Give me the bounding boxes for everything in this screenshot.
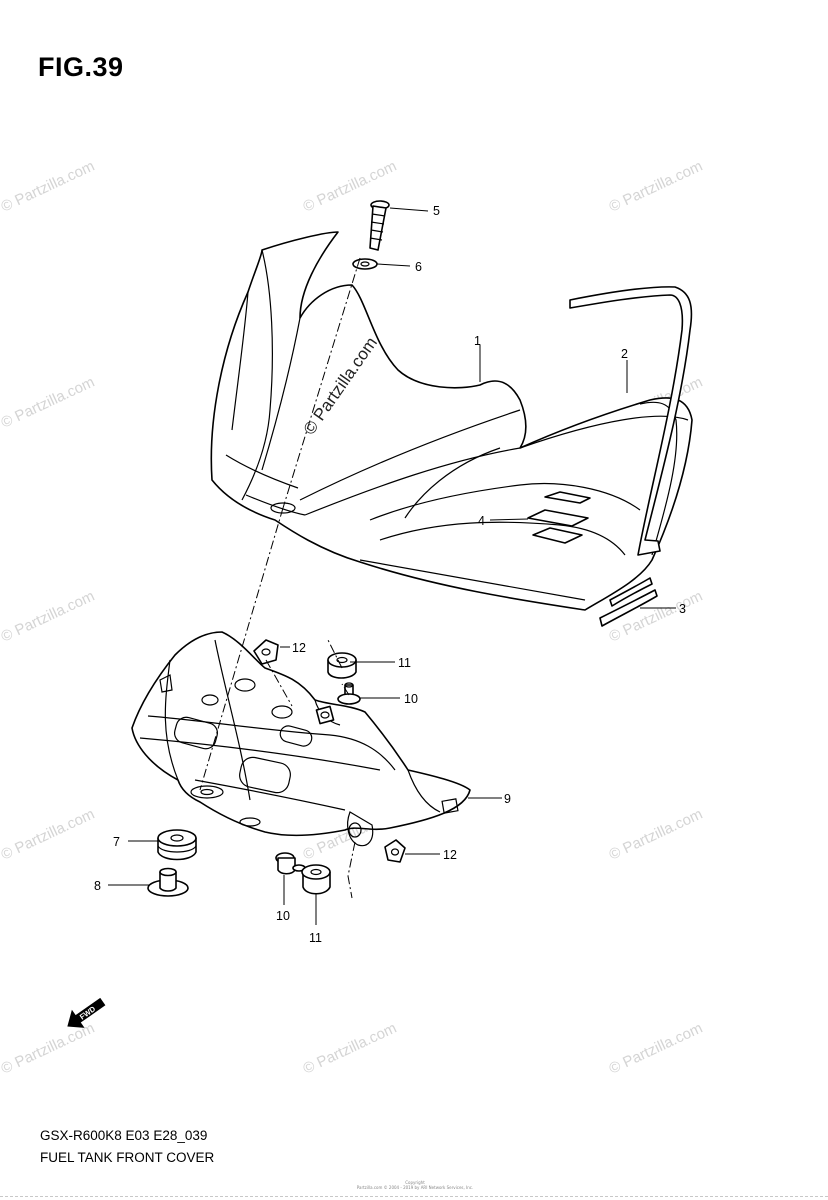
part-10-collar xyxy=(337,682,361,705)
watermark-text: © Partzilla.com xyxy=(0,588,97,646)
part-6-washer xyxy=(352,258,378,270)
callout-12: 12 xyxy=(292,641,306,655)
part-10-collar xyxy=(275,852,306,875)
part-2-trim-strip xyxy=(569,286,693,556)
callout-11: 11 xyxy=(398,656,411,670)
part-4-emblem xyxy=(527,491,591,544)
watermark-text: © Partzilla.com xyxy=(607,1020,706,1078)
watermark-text: © Partzilla.com xyxy=(0,1020,97,1078)
callout-2: 2 xyxy=(621,347,628,361)
callout-3: 3 xyxy=(679,602,686,616)
leader-lines xyxy=(108,207,676,925)
callout-10: 10 xyxy=(404,692,418,706)
part-5-bolt xyxy=(369,200,390,251)
bottom-rule xyxy=(0,1196,828,1197)
watermark-text: © Partzilla.com xyxy=(301,1020,400,1078)
callout-12: 12 xyxy=(443,848,457,862)
assembly-lines xyxy=(199,257,361,899)
part-7-grommet xyxy=(157,829,197,861)
callout-9: 9 xyxy=(504,792,511,806)
callout-5: 5 xyxy=(433,204,440,218)
callout-8: 8 xyxy=(94,879,101,893)
part-1-front-cover xyxy=(210,231,693,611)
part-12-clip-nut xyxy=(384,839,406,863)
callout-6: 6 xyxy=(415,260,422,274)
part-8-collar xyxy=(147,867,189,897)
model-code: GSX-R600K8 E03 E28_039 xyxy=(40,1128,208,1143)
part-11-grommet xyxy=(327,652,357,679)
callout-11: 11 xyxy=(309,931,322,945)
callout-10: 10 xyxy=(276,909,290,923)
part-11-grommet xyxy=(301,864,331,895)
figure-title: FIG.39 xyxy=(38,52,124,82)
watermark-text: © Partzilla.com xyxy=(0,806,97,864)
callout-7: 7 xyxy=(113,835,120,849)
watermark-text: © Partzilla.com xyxy=(607,806,706,864)
copyright-line: Copyright xyxy=(405,1180,425,1185)
part-12-clip-nut xyxy=(253,639,279,665)
part-3-trim-strip xyxy=(599,577,658,627)
callout-4: 4 xyxy=(478,514,485,528)
watermark-text: © Partzilla.com xyxy=(0,158,97,216)
copyright-line: Partzilla.com © 2004 - 2019 by ARI Netwo… xyxy=(356,1185,474,1190)
part-9-base-cover xyxy=(131,631,471,847)
watermark-text: © Partzilla.com xyxy=(607,158,706,216)
callout-numbers: 1 2 3 4 5 6 7 8 9 10 10 11 11 12 12 xyxy=(94,204,686,945)
callout-1: 1 xyxy=(474,334,481,348)
figure-caption: FUEL TANK FRONT COVER xyxy=(40,1150,215,1165)
watermark-text: © Partzilla.com xyxy=(0,374,97,432)
copyright-notice: Copyright Partzilla.com © 2004 - 2019 by… xyxy=(300,1180,530,1190)
